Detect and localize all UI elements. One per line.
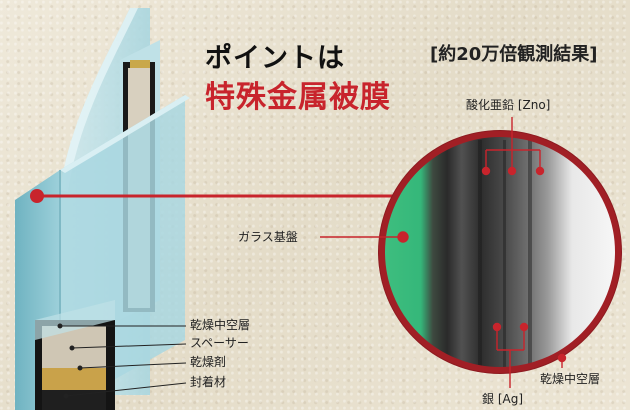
cross-section-label-dry-layer: 乾燥中空層 (190, 318, 251, 332)
cross-section-label-spacer: スペーサー (190, 336, 249, 350)
glass-substrate-label: ガラス基盤 (238, 230, 298, 244)
dry-air-layer-micro-label: 乾燥中空層 (540, 372, 601, 386)
sealed-cross-section (35, 300, 115, 410)
headline-line2: 特殊金属被膜 (205, 80, 391, 115)
cross-section-label-desiccant: 乾燥剤 (190, 355, 227, 369)
magnify-pointer (30, 189, 395, 203)
headline-line1: ポイントは (205, 43, 345, 74)
silver-label: 銀 [Ag] (482, 392, 524, 406)
cross-section-label-sealant: 封着材 (190, 375, 227, 389)
zinc-oxide-label: 酸化亜鉛 [Zno] (466, 98, 551, 112)
observation-title: [約20万倍観測結果] (430, 44, 598, 65)
cross-section-leaders (57, 323, 187, 399)
micro-markers (320, 117, 567, 388)
microscope-view (378, 130, 622, 374)
